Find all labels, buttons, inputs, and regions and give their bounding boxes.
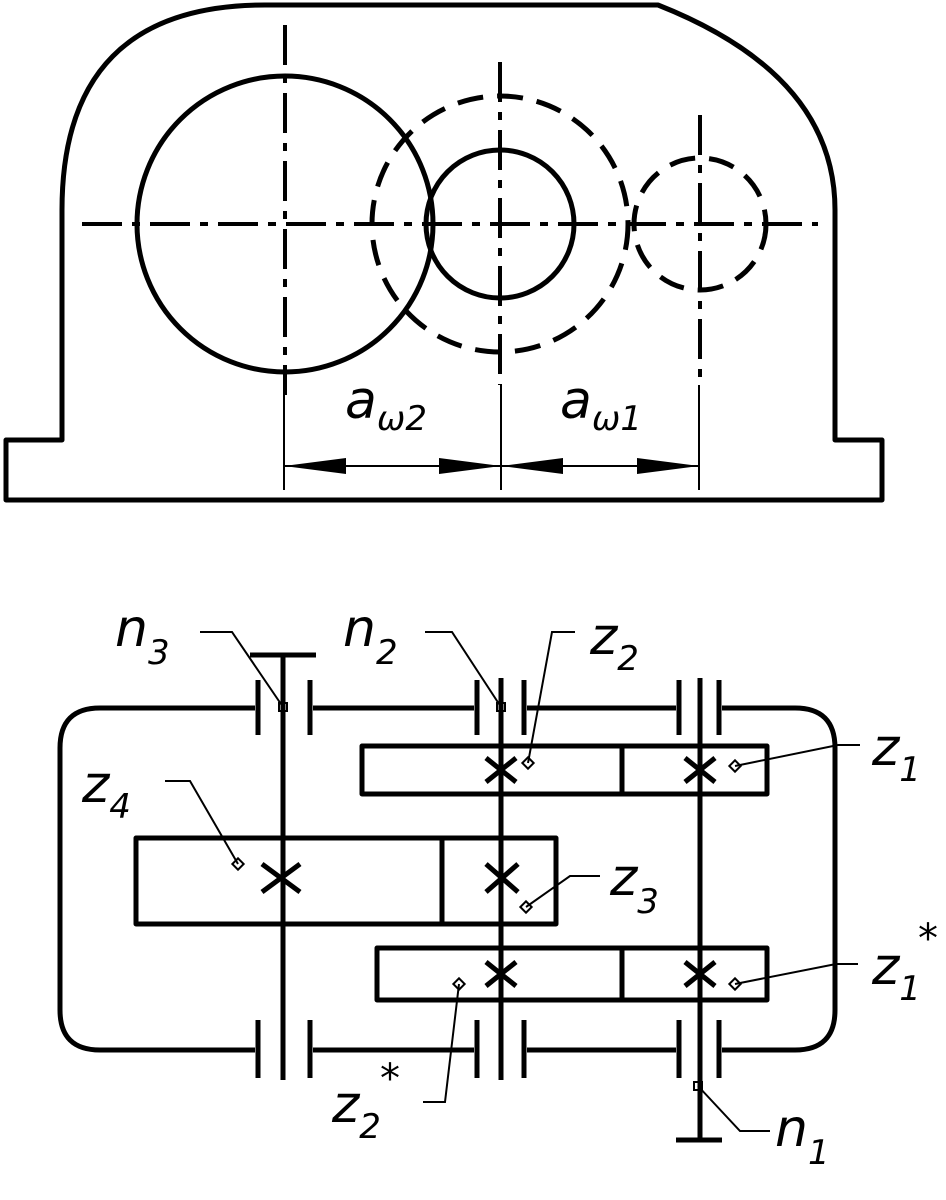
label-z2: z2	[589, 607, 639, 679]
label-n1: n1	[775, 1099, 830, 1173]
label-aw2: aω2	[345, 371, 427, 439]
label-z1: z1	[871, 718, 921, 790]
schematic-labels: n3 n2 z2 z1 z4 z3 z1 * z2 * n1	[81, 599, 938, 1173]
label-z4: z4	[81, 755, 131, 827]
label-aw1: aω1	[560, 371, 642, 439]
arrow-aw1-left	[501, 458, 563, 474]
centerlines	[82, 25, 818, 395]
fixed-gear-crosses	[260, 756, 717, 988]
label-z1-star: z1	[871, 937, 921, 1009]
label-z2-star-asterisk: *	[380, 1056, 400, 1102]
label-z3: z3	[609, 848, 659, 922]
arrow-aw1-right	[637, 458, 699, 474]
label-n2: n2	[343, 599, 398, 673]
leader-lines	[165, 631, 860, 1132]
arrow-aw2-right	[439, 458, 501, 474]
bearings	[255, 680, 722, 1078]
gear-pair-lower	[374, 945, 770, 1003]
leader-markers	[230, 702, 743, 1091]
arrow-aw2-left	[284, 458, 346, 474]
housing-front-view	[3, 2, 885, 503]
gear-blocks	[133, 743, 770, 1003]
label-z1-star-asterisk: *	[918, 916, 938, 962]
gear-pair-upper	[359, 743, 770, 797]
label-n3: n3	[115, 599, 170, 673]
gear-pair-middle	[133, 835, 559, 927]
center-distance-dimensions: aω2 aω1	[283, 371, 700, 490]
label-z2-star: z2	[331, 1075, 381, 1147]
housing-outline-schematic	[57, 705, 838, 1053]
